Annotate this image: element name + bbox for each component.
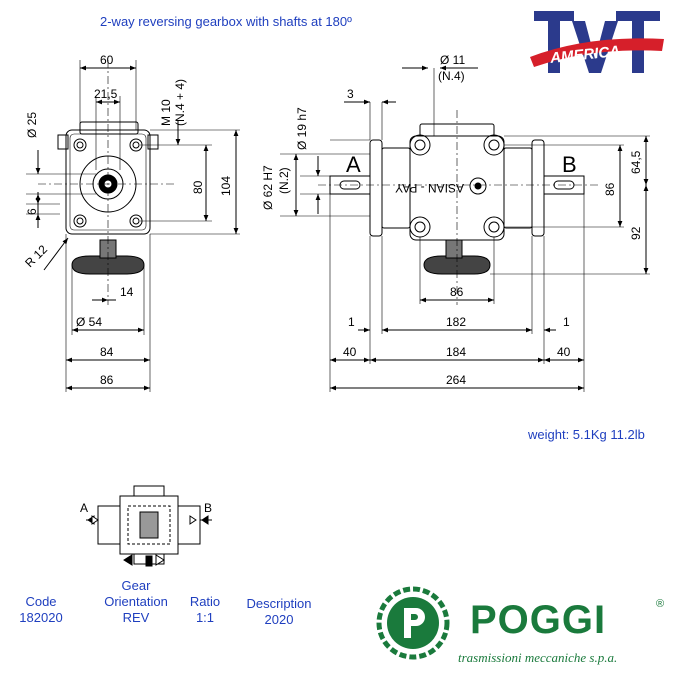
ratio-block: Ratio 1:1 [180, 594, 230, 626]
dim-r12: R 12 [22, 242, 50, 270]
registered-mark: ® [656, 598, 665, 610]
side-view [26, 60, 240, 392]
front-view [280, 65, 650, 392]
dim-40-right: 40 [557, 345, 571, 359]
ratio-label: Ratio [189, 594, 221, 609]
dim-1-left: 1 [348, 315, 355, 329]
dim-182: 182 [446, 315, 466, 329]
tvt-america-logo: AMERICA [528, 5, 666, 81]
description-label: Description [246, 596, 312, 611]
description-value: 2020 [264, 612, 294, 627]
dim-phi-19-h7: Ø 19 h7 [295, 107, 309, 150]
dim-84: 84 [100, 345, 114, 359]
dim-86-side: 86 [100, 373, 114, 387]
schematic-label-a: A [80, 501, 88, 515]
dim-phi-25: Ø 25 [25, 112, 39, 138]
poggi-logo-mark [376, 586, 450, 660]
dim-14: 14 [120, 285, 134, 299]
dim-phi-54: Ø 54 [76, 315, 102, 329]
shaft-label-b: B [562, 152, 577, 177]
flange-b [531, 139, 545, 237]
gear-orientation-block: Gear Orientation REV [96, 578, 176, 626]
dim-phi-11: Ø 11 [440, 53, 465, 67]
gear-label: Gear [121, 578, 151, 593]
gear-orientation-value: REV [122, 610, 150, 625]
dim-n2: (N.2) [277, 167, 291, 194]
dim-phi-62-h7: Ø 62 H7 [261, 165, 275, 210]
dim-21-5: 21,5 [94, 87, 118, 101]
flange-a [369, 139, 383, 237]
orientation-schematic [86, 485, 212, 567]
poggi-subtitle: trasmissioni meccaniche s.p.a. [458, 650, 618, 665]
weight-text: weight: 5.1Kg 11.2lb [528, 427, 645, 442]
code-block: Code 182020 [10, 594, 72, 626]
shaft-label-a: A [346, 152, 361, 177]
nameplate-text: ASIAN - PAY [395, 181, 464, 195]
dim-n4-4: (N.4 + 4) [173, 79, 187, 126]
dim-92: 92 [629, 226, 643, 240]
poggi-wordmark: POGGI [470, 598, 607, 642]
code-value: 182020 [19, 610, 63, 625]
dim-86-vertical: 86 [603, 182, 617, 196]
dim-1-right: 1 [563, 315, 570, 329]
dim-n4: (N.4) [438, 69, 465, 83]
dim-64-5: 64,5 [629, 150, 643, 174]
dim-40-left: 40 [343, 345, 357, 359]
dim-m10: M 10 [159, 99, 173, 126]
dim-184: 184 [446, 345, 466, 359]
schematic-label-b: B [204, 501, 212, 515]
ratio-value: 1:1 [195, 610, 215, 625]
dim-80: 80 [191, 180, 205, 194]
dim-264: 264 [446, 373, 466, 387]
dim-86-horizontal: 86 [450, 285, 464, 299]
code-label: Code [25, 594, 57, 609]
description-block: Description 2020 [236, 596, 322, 628]
orientation-label: Orientation [104, 594, 168, 609]
drawing-title: 2-way reversing gearbox with shafts at 1… [100, 14, 352, 29]
dim-6: 6 [25, 208, 39, 215]
dim-3: 3 [347, 87, 354, 101]
dim-60: 60 [100, 53, 114, 67]
dim-104: 104 [219, 176, 233, 196]
